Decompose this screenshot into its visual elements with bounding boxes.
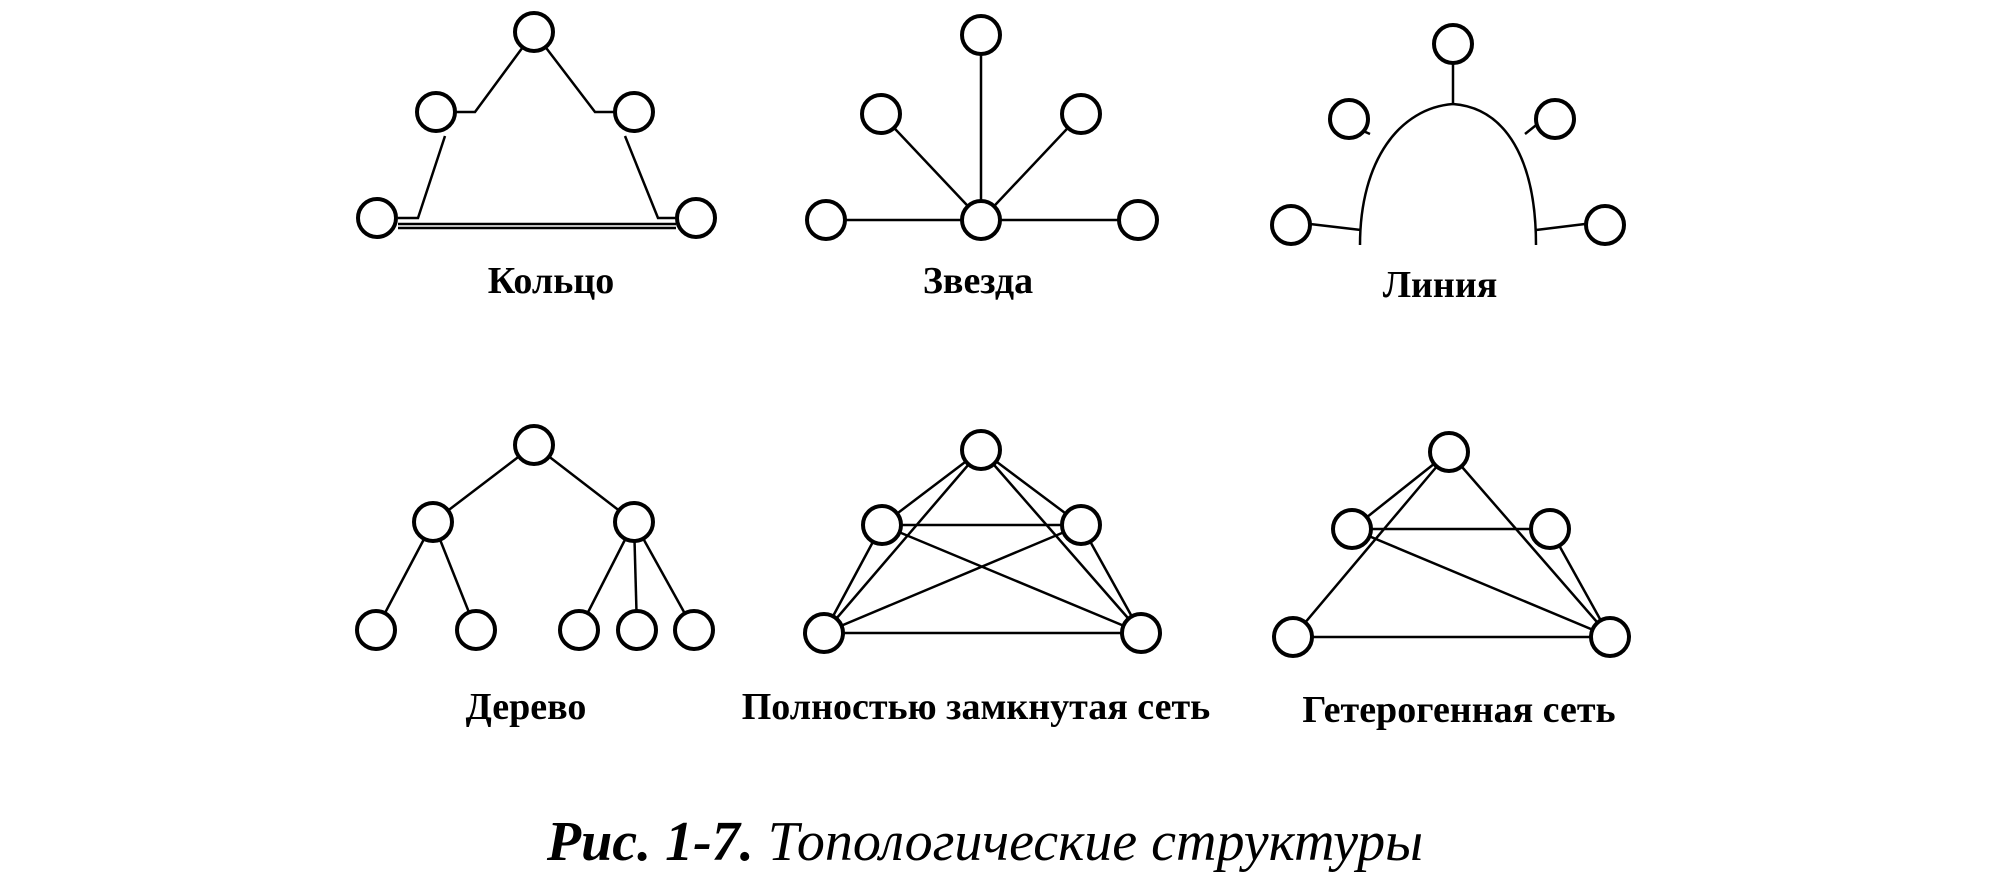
mesh-edge (823, 523, 1082, 635)
tree-edge (432, 444, 535, 523)
star-hub-node (960, 199, 1002, 241)
ring-node (356, 197, 398, 239)
tree-leaf-node (616, 609, 658, 651)
star-node (860, 93, 902, 135)
mesh-edge (980, 449, 1142, 634)
mesh-edge (881, 523, 1142, 635)
line-diagram: Линия (1270, 23, 1626, 306)
ring-label: Кольцо (488, 260, 614, 302)
tree-node (412, 501, 454, 543)
hybrid-label: Гетерогенная сеть (1302, 689, 1615, 731)
star-node (1060, 93, 1102, 135)
ring-edge (623, 135, 676, 220)
ring-edge (398, 135, 447, 220)
figure-caption: Рис. 1-7. Топологические структуры (546, 811, 1423, 873)
hybrid-node (1331, 508, 1373, 550)
ring-edge (533, 31, 615, 114)
hybrid-edge (1292, 451, 1450, 638)
line-edge (1535, 222, 1586, 232)
tree-leaf-node (355, 609, 397, 651)
ring-node (613, 91, 655, 133)
hybrid-node (1529, 508, 1571, 550)
hybrid-node (1428, 431, 1470, 473)
star-node (960, 14, 1002, 56)
line-node (1328, 98, 1370, 140)
star-edge (980, 113, 1082, 221)
hybrid-edge (1351, 527, 1611, 639)
hybrid-node (1589, 616, 1631, 658)
tree-root-node (513, 424, 555, 466)
star-diagram: Звезда (805, 14, 1159, 302)
line-node (1270, 204, 1312, 246)
full-mesh-diagram: Полностью замкнутая сеть (742, 429, 1211, 728)
line-label: Линия (1383, 264, 1498, 306)
tree-leaf-node (455, 609, 497, 651)
mesh-node (960, 429, 1002, 471)
ring-edge (455, 31, 536, 114)
mesh-node (1060, 504, 1102, 546)
ring-node (415, 91, 457, 133)
ring-node (513, 11, 555, 53)
mesh-node (861, 504, 903, 546)
line-edge (1309, 222, 1362, 232)
tree-leaf-node (673, 609, 715, 651)
star-edge (880, 113, 982, 221)
tree-label: Дерево (466, 686, 587, 728)
hybrid-diagram: Гетерогенная сеть (1272, 431, 1631, 731)
line-node (1534, 98, 1576, 140)
figure-caption-spacer (754, 811, 768, 873)
hybrid-node (1272, 616, 1314, 658)
tree-diagram: Дерево (355, 424, 715, 728)
tree-edge (533, 444, 635, 523)
mesh-node (803, 612, 845, 654)
hybrid-edge (1448, 451, 1611, 638)
mesh-edge (823, 449, 982, 634)
ring-diagram: Кольцо (356, 11, 717, 302)
full-mesh-label: Полностью замкнутая сеть (742, 686, 1211, 728)
star-label: Звезда (923, 260, 1033, 302)
tree-node (613, 501, 655, 543)
tree-leaf-node (558, 609, 600, 651)
line-node (1432, 23, 1474, 65)
line-node (1584, 204, 1626, 246)
star-node (805, 199, 847, 241)
figure-caption-prefix: Рис. 1-7. (546, 811, 754, 873)
line-bus (1358, 102, 1538, 246)
figure-caption-text: Топологические структуры (768, 811, 1423, 873)
mesh-node (1120, 612, 1162, 654)
ring-node (675, 197, 717, 239)
star-node (1117, 199, 1159, 241)
